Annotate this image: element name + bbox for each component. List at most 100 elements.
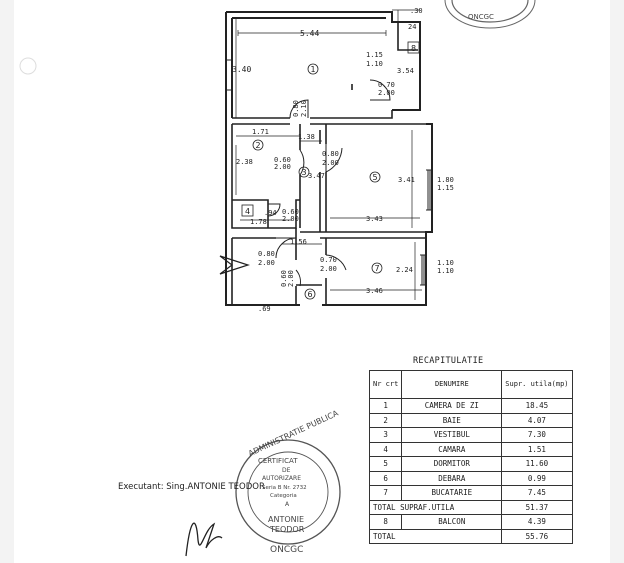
stamp-line-6: A (285, 501, 290, 508)
row-area: 4.07 (501, 412, 573, 428)
row-name: DORMITOR (401, 456, 503, 472)
signature (185, 522, 223, 557)
recap-title: RECAPITULATIE (413, 356, 484, 366)
row-name: CAMERA DE ZI (401, 398, 503, 414)
room-number-6: 6 (308, 290, 313, 299)
row-name: BAIE (401, 412, 503, 428)
room-marker-6 (304, 288, 316, 300)
room-marker-2 (252, 139, 264, 151)
entry-arrow (219, 255, 250, 275)
dim-bath-door-w: 0.60 (274, 156, 291, 164)
dim-kitchen-win-w: 1.10 (437, 259, 454, 267)
page-edge-right (610, 0, 624, 563)
door-swing-5 (267, 203, 281, 217)
dim-bedroom-w: 3.43 (366, 215, 383, 223)
door-swing-4 (325, 144, 343, 173)
row-nr: 1 (368, 398, 403, 414)
page-edge-left (0, 0, 14, 563)
balcon-name: BALCON (401, 514, 503, 530)
row-nr: 6 (368, 470, 403, 486)
row-area: 18.45 (501, 398, 573, 414)
door-swing-7 (325, 254, 347, 271)
stamp-line-5: Categoria (270, 493, 297, 499)
dim-kitchen-door-h: 2.00 (320, 265, 337, 273)
balcon-row: 8 BALCON 4.39 (368, 514, 573, 530)
punch-hole-mark (19, 57, 37, 75)
dim-top-width: 5.44 (300, 29, 319, 38)
dim-bath-door-h: 2.00 (274, 163, 291, 171)
total-label: TOTAL (368, 528, 503, 544)
executant-line: Executant: Sing.ANTONIE TEODOR (118, 482, 265, 492)
row-area: 0.99 (501, 470, 573, 486)
room-number-8: 8 (411, 44, 416, 53)
dim-debara-door-w: 0.60 (280, 270, 288, 287)
room-marker-3 (298, 166, 310, 178)
dim-kitchen-h: 2.24 (396, 266, 413, 274)
dim-debara-door-h: 2.00 (287, 270, 295, 287)
total-util-label: TOTAL SUPRAF.UTILA (368, 499, 503, 515)
window-living (226, 59, 232, 91)
door-swing-3 (299, 149, 305, 176)
row-name: BUCATARIE (401, 485, 503, 501)
row-name: VESTIBUL (401, 427, 503, 443)
dim-entry-h: 2.00 (258, 259, 275, 267)
row-nr: 2 (368, 412, 403, 428)
row-nr: 3 (368, 427, 403, 443)
row-area: 11.60 (501, 456, 573, 472)
room-number-5: 5 (373, 173, 378, 182)
row-name: CAMARA (401, 441, 503, 457)
stamp-name-1: ANTONIE (268, 515, 304, 524)
dim-door-top-w: 0.70 (378, 81, 395, 89)
dim-hall-347: 3.47 (308, 172, 325, 180)
stamp-line-1: CERTIFICAT (258, 457, 298, 465)
dim-bath-width: 1.71 (252, 128, 269, 136)
row-area: 7.45 (501, 485, 573, 501)
dim-hall-156: 1.56 (290, 238, 307, 246)
dim-niche-top: 1.15 (366, 51, 383, 59)
stamp-line-2: DE (282, 467, 291, 474)
door-swings (267, 79, 391, 287)
dim-window-h: 1.15 (437, 184, 454, 192)
dim-bedroom-h: 3.41 (398, 176, 415, 184)
table-row: 1 CAMERA DE ZI 18.45 (368, 398, 573, 414)
total-util-row: TOTAL SUPRAF.UTILA 51.37 (368, 499, 573, 515)
recap-header-nr: Nr crt (368, 370, 403, 399)
room-marker-5 (369, 171, 381, 183)
dim-bath-height: 2.38 (236, 158, 253, 166)
dim-niche-bottom: 1.10 (366, 60, 383, 68)
dim-hall-138: 1.38 (298, 133, 315, 141)
table-row: 7 BUCATARIE 7.45 (368, 485, 573, 501)
balcon-area: 4.39 (501, 514, 573, 530)
dim-window-w: 1.80 (437, 176, 454, 184)
recap-header-name: DENUMIRE (401, 370, 503, 399)
room-markers (241, 41, 420, 300)
windows (226, 59, 432, 286)
room-number-1: 1 (311, 65, 316, 74)
dim-door-center-h: 2.10 (300, 100, 308, 117)
table-row: 4 CAMARA 1.51 (368, 441, 573, 457)
dim-closet-door-w: 0.60 (282, 208, 299, 216)
total-util-value: 51.37 (501, 499, 573, 515)
table-row: 2 BAIE 4.07 (368, 412, 573, 428)
dim-kitchen-w: 3.46 (366, 287, 383, 295)
table-row: 6 DEBARA 0.99 (368, 470, 573, 486)
row-nr: 7 (368, 485, 403, 501)
dim-kitchen-win-h: 1.10 (437, 267, 454, 275)
total-value: 55.76 (501, 528, 573, 544)
table-row: 5 DORMITOR 11.60 (368, 456, 573, 472)
recap-header-area: Supr. utila(mp) (501, 370, 573, 399)
dim-door-center-w: 0.80 (292, 100, 300, 117)
room-number-2: 2 (256, 141, 261, 150)
dimension-lines (235, 9, 422, 300)
row-name: DEBARA (401, 470, 503, 486)
door-swing-6 (275, 237, 297, 259)
dim-bedroom-door-h: 2.00 (322, 159, 339, 167)
window-kitchen (420, 254, 426, 286)
room-number-4: 4 (245, 207, 250, 216)
interior-walls (231, 22, 426, 305)
dim-left-height: 3.40 (232, 65, 251, 74)
row-area: 7.30 (501, 427, 573, 443)
row-nr: 5 (368, 456, 403, 472)
recap-table: Nr crt DENUMIRE Supr. utila(mp) 1 CAMERA… (368, 370, 573, 544)
